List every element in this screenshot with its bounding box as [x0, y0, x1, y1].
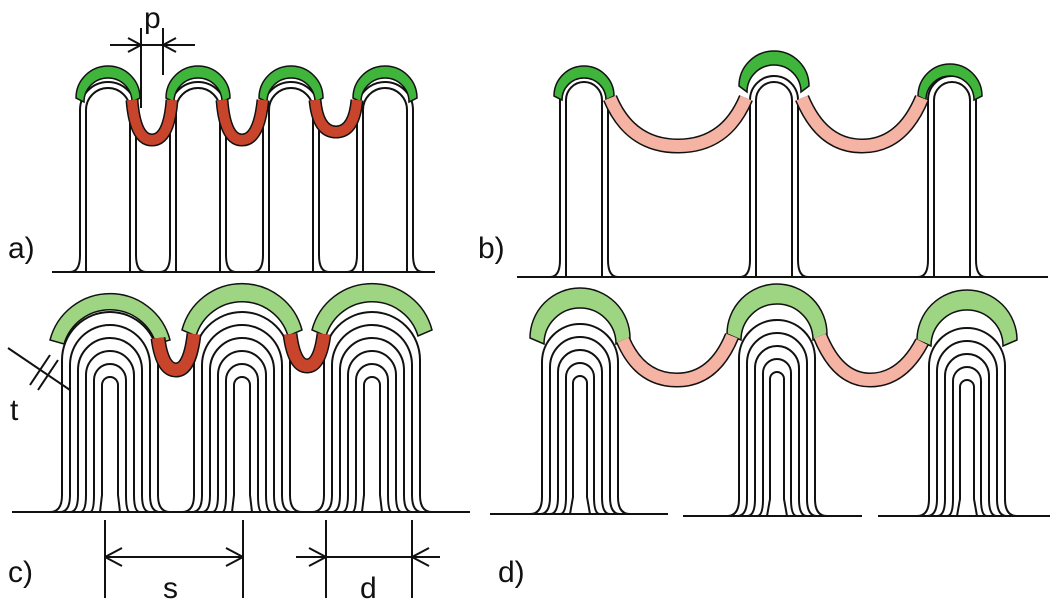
- dimension-d-label: d: [360, 572, 377, 601]
- panel-c-valleys: [150, 332, 332, 378]
- panel-b-tooth-2: [739, 75, 809, 278]
- panel-b-tooth-3: [917, 75, 987, 278]
- panel-b-cap-3: [917, 63, 983, 102]
- panel-d-baselines: [490, 513, 1050, 517]
- panel-a-tooth-1: [69, 81, 147, 273]
- dimension-s-label: s: [163, 572, 178, 601]
- panel-c-teeth: [49, 311, 433, 513]
- panel-c-tooth-2: [181, 311, 303, 513]
- panel-a-tooth-3: [252, 81, 330, 273]
- panel-b-valleys: [603, 94, 929, 154]
- panel-d-valleys: [616, 332, 929, 388]
- panel-a-cap-3: [258, 65, 324, 104]
- panel-a-cap-2: [165, 65, 231, 104]
- panel-d-label: d): [498, 556, 525, 589]
- panel-d-teeth: [529, 319, 1018, 517]
- panel-a-caps: [75, 65, 418, 104]
- panel-c-caps: [49, 282, 433, 345]
- dimension-p-label: p: [144, 2, 161, 35]
- panel-b-cap-2: [738, 50, 810, 94]
- panel-d: d): [490, 283, 1050, 589]
- dimension-p: [110, 28, 195, 108]
- dimension-d: [296, 520, 440, 598]
- panel-d-cap-2: [726, 283, 828, 342]
- panel-c: t s d c): [7, 282, 470, 601]
- panel-c-tooth-1: [49, 311, 171, 513]
- panel-b-label: b): [478, 232, 505, 265]
- panel-c-cap-2: [181, 282, 303, 338]
- panel-a: p a): [8, 2, 435, 273]
- panel-c-tooth-3: [311, 311, 433, 513]
- panel-a-cap-4: [352, 65, 418, 104]
- panel-a-teeth: [69, 81, 424, 273]
- dimension-t-label: t: [10, 394, 19, 427]
- panel-a-tooth-2: [159, 81, 237, 273]
- panel-d-tooth-2: [726, 319, 828, 517]
- panel-b-caps: [553, 50, 983, 102]
- panel-d-tooth-1: [529, 323, 631, 515]
- panel-d-tooth-3: [916, 327, 1018, 517]
- panel-a-label: a): [8, 232, 35, 265]
- panel-b-cap-1: [553, 65, 615, 102]
- panel-c-label: c): [8, 556, 33, 589]
- panel-c-cap-1: [49, 292, 171, 345]
- panel-a-tooth-4: [346, 81, 424, 273]
- panel-a-valleys: [125, 99, 364, 147]
- dimension-s: [104, 520, 244, 598]
- panel-d-cap-1: [529, 287, 631, 346]
- panel-a-cap-1: [75, 65, 141, 104]
- panel-c-cap-3: [311, 282, 433, 338]
- panel-d-cap-3: [916, 289, 1018, 348]
- panel-b: b): [478, 50, 1048, 278]
- dimension-t: [7, 347, 71, 391]
